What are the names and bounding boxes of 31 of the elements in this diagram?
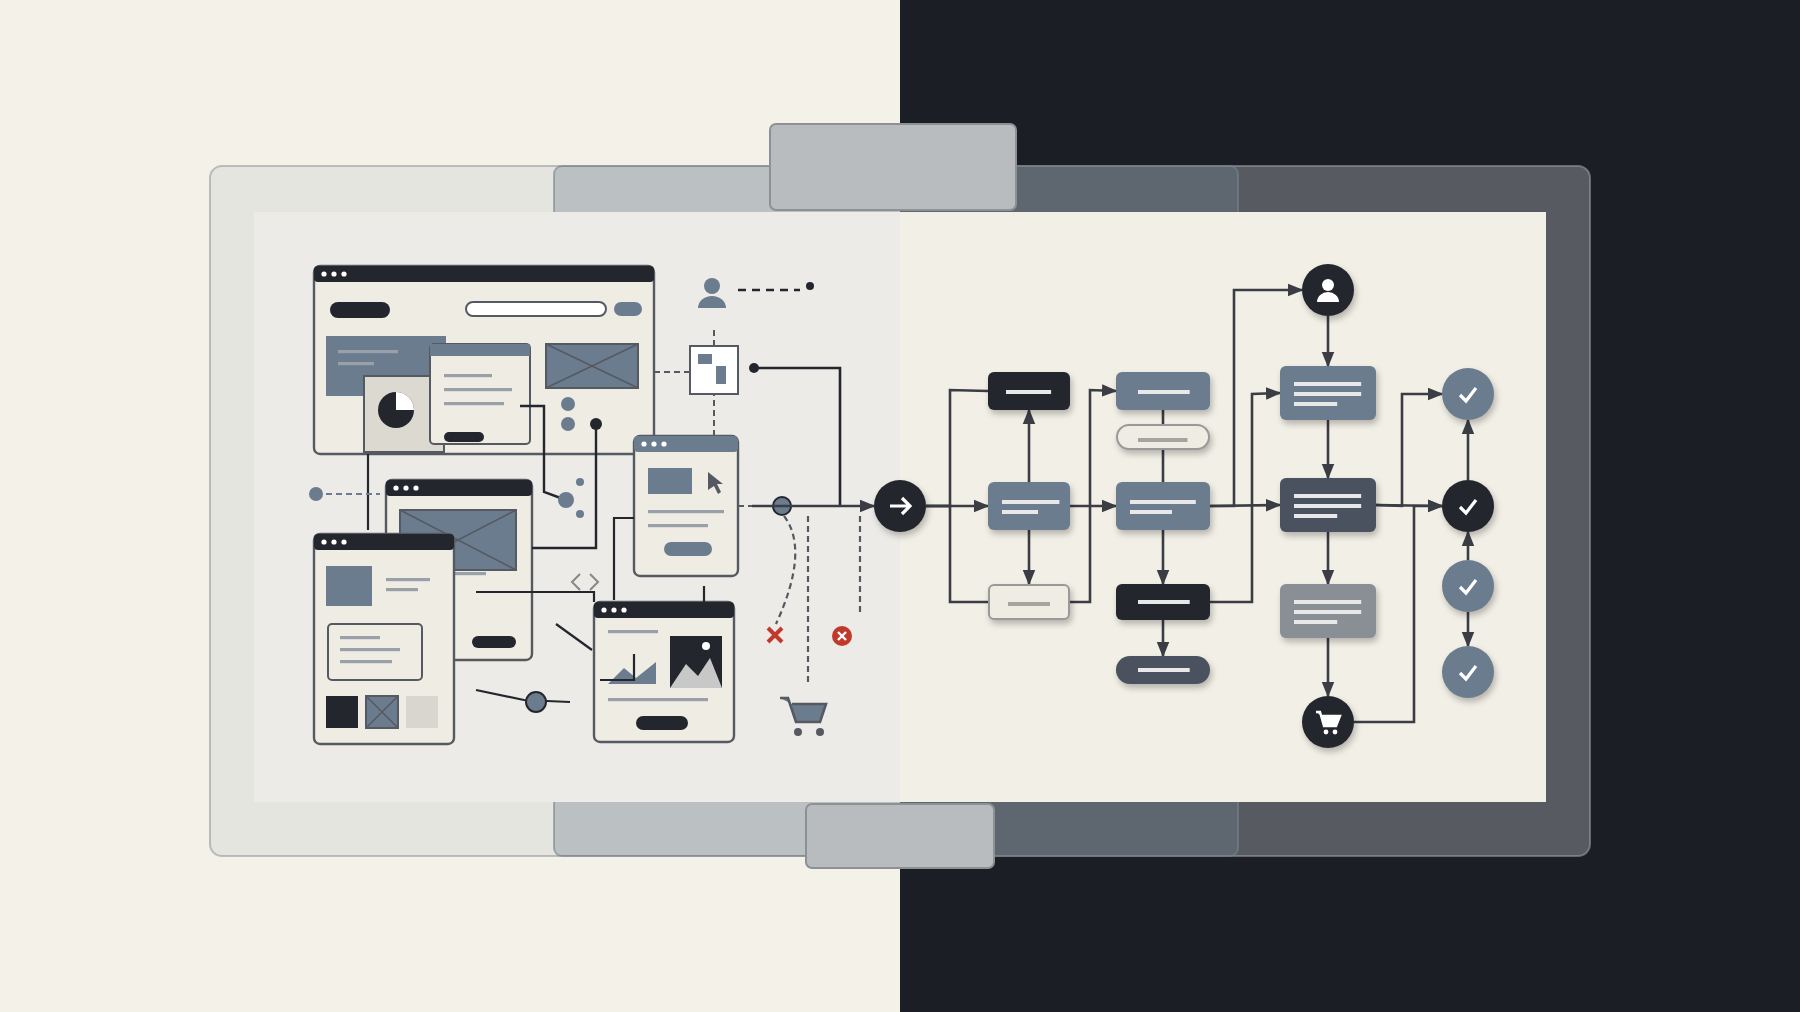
arrow	[1375, 387, 1444, 508]
process-box	[1116, 482, 1210, 530]
arrow	[1376, 499, 1444, 513]
process-box	[1280, 366, 1376, 420]
arrow	[1461, 612, 1475, 648]
process-box	[988, 584, 1070, 620]
arrow	[1070, 384, 1118, 604]
process-box	[1280, 478, 1376, 532]
arrow	[1022, 408, 1036, 482]
pill-box	[1116, 656, 1210, 684]
arrow	[1321, 420, 1335, 480]
arrow	[1070, 499, 1118, 513]
connector-line	[1161, 450, 1165, 482]
arrow	[752, 499, 876, 513]
pill-box	[1116, 424, 1210, 450]
process-box	[1116, 584, 1210, 620]
process-box	[1280, 584, 1376, 638]
arrow	[1461, 530, 1475, 560]
arrow	[1210, 498, 1282, 512]
arrow	[1156, 620, 1170, 658]
connector-line	[926, 504, 988, 604]
arrow	[1210, 387, 1282, 604]
process-box	[988, 482, 1070, 530]
arrow	[1156, 530, 1170, 586]
arrow	[1022, 530, 1036, 586]
process-box	[988, 372, 1070, 410]
process-box	[1116, 372, 1210, 410]
arrow	[1321, 638, 1335, 698]
arrow	[1321, 532, 1335, 586]
arrow	[1321, 316, 1335, 368]
arrow	[1461, 418, 1475, 480]
